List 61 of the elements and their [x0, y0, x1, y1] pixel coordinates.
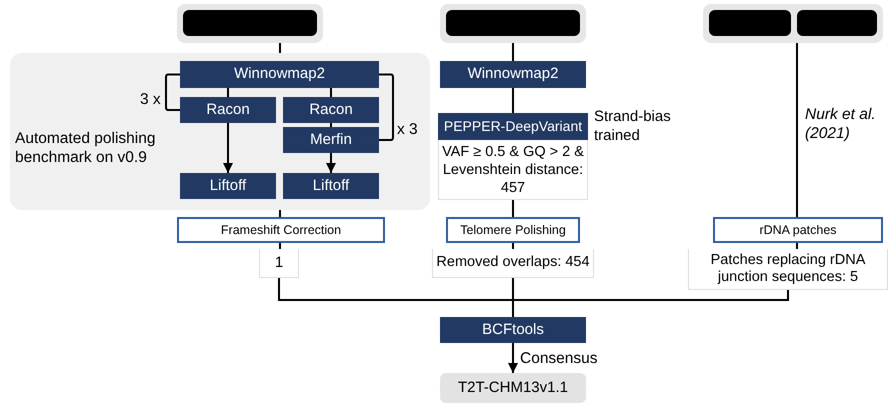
input-frame — [440, 4, 586, 43]
process-box — [440, 61, 586, 88]
connector — [796, 43, 798, 217]
step-box — [713, 217, 883, 243]
process-box — [180, 61, 379, 88]
node-text: Telomere Polishing — [460, 222, 566, 239]
connector — [512, 243, 514, 249]
node-text: Automated polishing benchmark on v0.9 — [15, 129, 156, 167]
process-box — [283, 127, 379, 153]
node-text: Frameshift Correction — [220, 222, 342, 239]
connector — [223, 123, 233, 173]
process-box — [180, 173, 276, 199]
process-box — [440, 317, 586, 343]
connector — [512, 200, 514, 217]
node-text: 1 — [274, 252, 284, 273]
count-note — [688, 249, 888, 290]
connector — [330, 123, 332, 127]
node-text: BCFtools — [482, 320, 544, 340]
input-box — [709, 10, 791, 36]
node-text: VAF ≥ 0.5 & GQ > 2 & Levenshtein distance: 457 — [441, 142, 585, 196]
input-frame — [177, 4, 323, 43]
input-box — [797, 10, 877, 36]
node-text: Merfin — [310, 130, 352, 150]
count-note — [432, 249, 594, 278]
count-note — [259, 249, 299, 278]
annotation-text: 3 x — [140, 90, 161, 110]
connector — [512, 88, 514, 113]
note-text: Strand-bias trained — [594, 107, 672, 145]
connector — [512, 43, 514, 61]
process-box — [283, 173, 379, 199]
step-box — [446, 217, 580, 243]
annotation-text: x 3 — [397, 120, 418, 140]
node-text: Liftoff — [312, 176, 350, 196]
node-text: Racon — [309, 100, 353, 120]
connector — [330, 88, 332, 97]
node-text: PEPPER-DeepVariant — [444, 117, 582, 136]
process-box — [180, 97, 276, 123]
input-box — [446, 10, 580, 36]
input-frame — [703, 4, 883, 43]
step-box — [177, 217, 385, 243]
process-box — [283, 97, 379, 123]
node-text: rDNA patches — [759, 222, 837, 239]
annotation-text: Nurk et al. (2021) — [805, 105, 877, 143]
node-text: T2T-CHM13v1.1 — [458, 378, 568, 398]
connector — [279, 210, 281, 217]
connector — [279, 43, 281, 53]
connector — [326, 153, 336, 173]
connector — [796, 243, 798, 249]
node-text: Winnowmap2 — [468, 65, 558, 84]
node-text: Winnowmap2 — [234, 65, 325, 84]
connector — [227, 88, 229, 97]
benchmark-panel — [10, 53, 430, 210]
node-text: Removed overlaps: 454 — [436, 253, 590, 272]
output-box — [440, 373, 586, 403]
node-text: Patches replacing rDNA junction sequences: 5 — [710, 252, 866, 286]
node-text: Liftoff — [210, 176, 246, 196]
node-text: Racon — [206, 100, 250, 120]
connector — [279, 243, 281, 249]
connector — [508, 343, 518, 373]
connector — [512, 290, 789, 317]
input-box — [183, 10, 317, 36]
